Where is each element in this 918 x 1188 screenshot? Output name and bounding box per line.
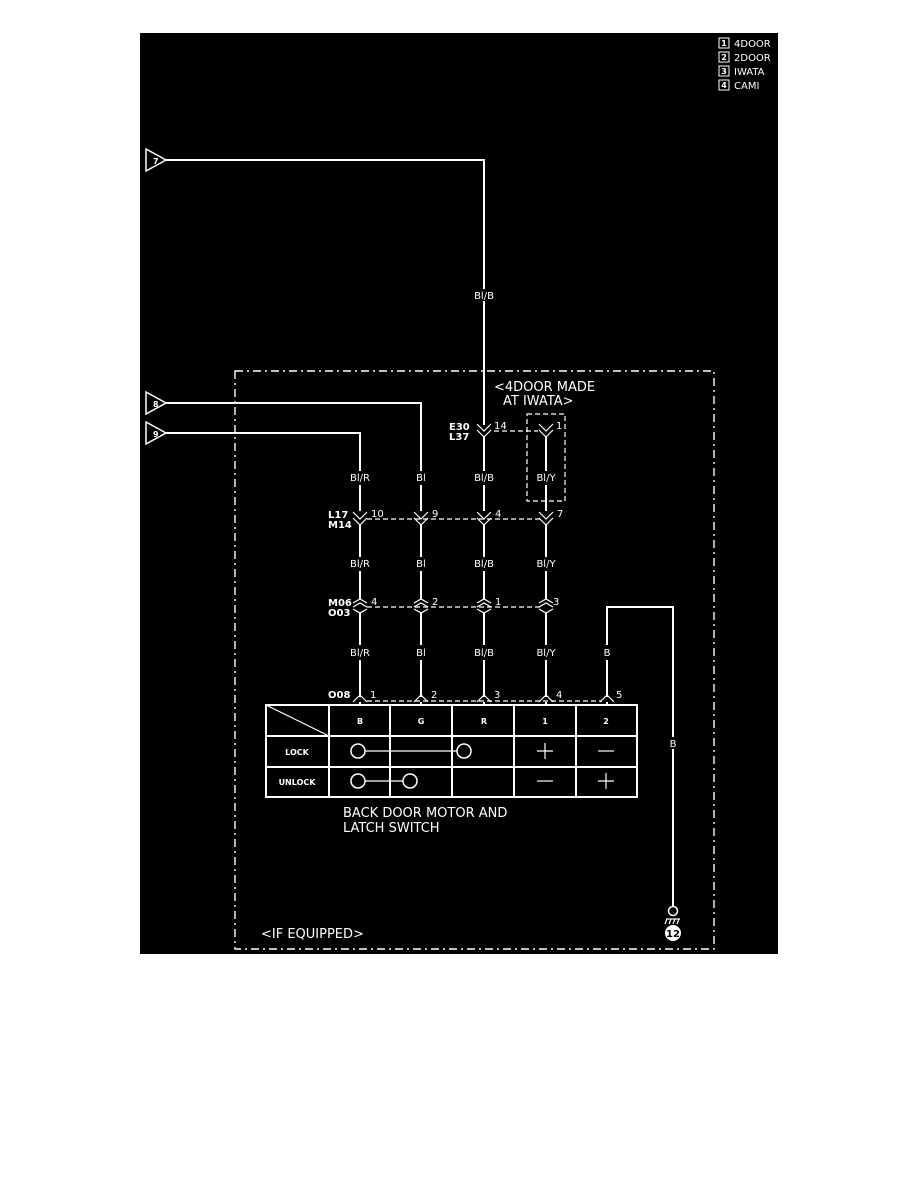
wiring-diagram-panel: 1 4DOOR 2 2DOOR 3 IWATA 4 CAMI 7 Bl/B Bl… [140,33,778,954]
wiring-diagram: 1 4DOOR 2 2DOOR 3 IWATA 4 CAMI 7 Bl/B Bl… [145,37,771,950]
ground-symbol: 12 [664,905,681,941]
connector-id: L17 [328,510,348,521]
flag-num: 7 [153,157,159,166]
wire-labels-row2: Bl/R Bl Bl/B Bl/Y [350,559,556,570]
pin-num: 4 [495,509,501,520]
flag-num: 9 [153,430,159,439]
table-row-label: UNLOCK [279,778,317,787]
table-header: 2 [603,717,609,726]
table-header: 1 [542,717,548,726]
pin-num: 14 [494,421,507,432]
wire-top-feed [166,159,485,425]
pin-num: 10 [371,509,384,520]
connector-id: O08 [328,690,350,701]
connector-id: E30 [449,422,470,433]
flag-num: 8 [153,400,159,409]
wire-label: B [604,648,611,659]
pin-num: 4 [556,690,562,701]
wire-label: Bl/Y [536,648,556,659]
wire-label: Bl/R [350,473,370,484]
legend-num: 4 [721,81,727,90]
legend-item: 1 4DOOR [718,37,771,50]
flag-7: 7 [145,147,168,173]
legend-num: 2 [721,53,727,62]
wire-label: B [670,739,677,750]
contact-circle [350,773,366,789]
note-if-equipped: <IF EQUIPPED> [261,927,364,942]
switch-table: B G R 1 2 LOCK UNLOCK [265,704,638,798]
pin-num: 1 [370,690,376,701]
pin-num: 3 [553,597,559,608]
connector-id: M06 [328,598,352,609]
connector-id: M14 [328,520,352,531]
pin-num: 5 [616,690,622,701]
component-name: LATCH SWITCH [343,821,440,836]
connector-e30-l37: 14 1 [476,421,562,438]
legend-num: 3 [721,67,727,76]
connector-id: O03 [328,608,350,619]
wire-label: Bl/Y [536,473,556,484]
table-header: B [357,717,363,726]
wire-label-bg [466,289,502,301]
table-header: G [418,717,425,726]
flag-9: 9 [145,420,168,446]
legend: 1 4DOOR 2 2DOOR 3 IWATA 4 CAMI [718,37,771,92]
wire-label: Bl/B [474,559,494,570]
plus-symbol [537,743,553,759]
table-header: R [481,717,487,726]
pin-num: 4 [371,597,377,608]
wire-ground [606,606,674,907]
table-row-label: LOCK [285,748,309,757]
wire-label: Bl [416,473,426,484]
flag-8: 8 [145,390,168,416]
legend-item: 3 IWATA [718,65,765,78]
connector-l17-m14: 10 9 4 7 [352,509,563,526]
legend-label: 4DOOR [734,39,771,50]
wire-label: Bl/Y [536,559,556,570]
legend-num: 1 [721,39,727,48]
connector-id: L37 [449,432,469,443]
wire-label: Bl/R [350,559,370,570]
component-name: BACK DOOR MOTOR AND [343,806,507,821]
pin-num: 2 [432,597,438,608]
note-made: <4DOOR MADE [494,380,595,395]
legend-label: IWATA [734,67,765,78]
connector-m06-o03: 4 2 1 3 [352,597,559,614]
wire-label: Bl/B [474,648,494,659]
wire-flag-9 [166,432,361,471]
equipment-boundary [234,370,715,950]
wire-label-bg [666,737,680,749]
wire-label: Bl/R [350,648,370,659]
wire-label: Bl/B [474,291,494,302]
legend-label: CAMI [734,81,759,92]
ground-badge [665,925,681,941]
note-made: AT IWATA> [503,394,574,409]
legend-item: 2 2DOOR [718,51,771,64]
pin-num: 9 [432,509,438,520]
pin-num: 1 [556,421,562,432]
pin-num: 3 [494,690,500,701]
plus-symbol [598,773,614,789]
connector-o08: 1 2 3 4 5 [352,690,622,703]
legend-label: 2DOOR [734,53,771,64]
contact-circle [402,773,418,789]
wire-label: Bl/B [474,473,494,484]
legend-item: 4 CAMI [718,79,759,92]
wire-labels-row1: Bl/R Bl Bl/B Bl/Y [350,473,556,484]
ground-num: 12 [666,929,680,940]
wire-labels-row3: Bl/R Bl Bl/B Bl/Y B [350,648,611,659]
pin-num: 1 [495,597,501,608]
contact-circle [350,743,366,759]
pin-num: 2 [431,690,437,701]
wire-label: Bl [416,559,426,570]
wire-label: Bl [416,648,426,659]
pin-num: 7 [557,509,563,520]
contact-circle [456,743,472,759]
wire-flag-8 [166,402,422,471]
